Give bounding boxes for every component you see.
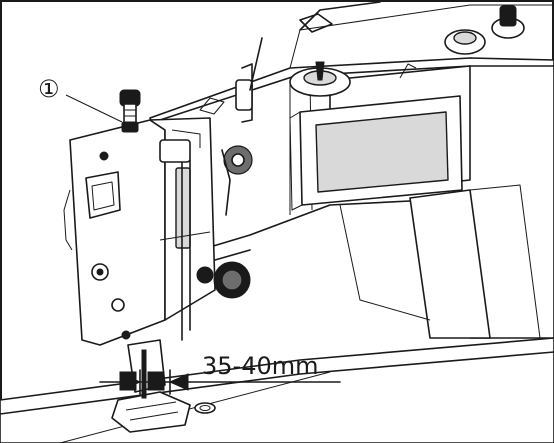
- presser-foot-regulator: [119, 89, 141, 133]
- top-components: [199, 5, 525, 115]
- dimension-indicator: [99, 369, 341, 395]
- thread-tension-assembly: [221, 37, 263, 216]
- control-panel: [289, 95, 463, 211]
- sewing-head: [63, 117, 216, 346]
- dimension-label: 35-40mm: [202, 352, 319, 380]
- front-knob: [196, 249, 251, 299]
- callout-marker: ①: [38, 75, 60, 103]
- right-arrow-icon: [168, 373, 189, 391]
- needle-bar-mechanism: [159, 129, 211, 341]
- machine-pillar: [339, 184, 541, 339]
- callout-1: ①: [38, 75, 123, 123]
- left-arrow-icon: [121, 373, 142, 391]
- presser-foot: [111, 339, 216, 433]
